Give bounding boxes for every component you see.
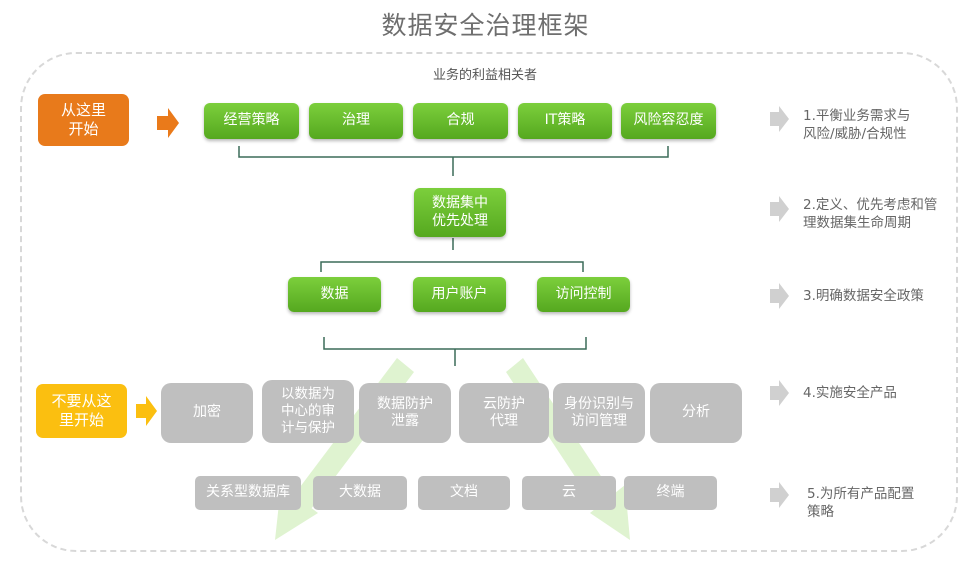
gray-arrow-icon-5 <box>770 482 789 508</box>
user-account-box: 用户账户 <box>413 277 506 312</box>
cloud-box: 云 <box>522 476 616 510</box>
dont-start-here-box: 不要从这 里开始 <box>36 384 127 438</box>
bracket-top <box>238 146 669 176</box>
gray-arrow-icon-4 <box>770 380 789 406</box>
gray-arrow-icon-3 <box>770 283 789 309</box>
encryption-box: 加密 <box>161 383 253 443</box>
yellow-arrow-icon <box>136 396 157 426</box>
rdb-box: 关系型数据库 <box>195 476 301 510</box>
dashed-frame <box>20 52 958 552</box>
it-strategy-box: IT策略 <box>518 103 612 139</box>
dlp-box: 数据防护 泄露 <box>359 383 451 443</box>
analytics-box: 分析 <box>650 383 742 443</box>
compliance-box: 合规 <box>413 103 508 139</box>
page-title: 数据安全治理框架 <box>381 11 590 40</box>
bracket-middle <box>320 238 584 272</box>
gray-arrow-icon-2 <box>770 196 789 222</box>
data-centric-audit-box: 以数据为 中心的审 计与保护 <box>262 380 354 443</box>
strategy-box: 经营策略 <box>204 103 299 139</box>
step-note-2: 2.定义、优先考虑和管 理数据集生命周期 <box>803 197 938 232</box>
data-priority-box: 数据集中 优先处理 <box>414 188 506 237</box>
data-box: 数据 <box>288 277 381 312</box>
risk-tolerance-box: 风险容忍度 <box>621 103 716 139</box>
stakeholders-label: 业务的利益相关者 <box>432 68 537 83</box>
orange-arrow-icon <box>157 108 179 138</box>
documents-box: 文档 <box>418 476 510 510</box>
access-control-box: 访问控制 <box>537 277 630 312</box>
endpoint-box: 终端 <box>624 476 717 510</box>
step-note-5: 5.为所有产品配置 策略 <box>807 486 915 521</box>
cloud-proxy-box: 云防护 代理 <box>459 383 549 443</box>
start-here-box: 从这里 开始 <box>38 94 129 146</box>
big-data-box: 大数据 <box>313 476 407 510</box>
step-note-1: 1.平衡业务需求与 风险/威胁/合规性 <box>803 108 911 143</box>
step-note-3: 3.明确数据安全政策 <box>803 288 924 304</box>
bracket-bottom <box>323 337 587 366</box>
gray-arrow-icon-1 <box>770 106 789 132</box>
iam-box: 身份识别与 访问管理 <box>553 383 645 443</box>
step-note-4: 4.实施安全产品 <box>803 385 897 401</box>
governance-box: 治理 <box>309 103 403 139</box>
